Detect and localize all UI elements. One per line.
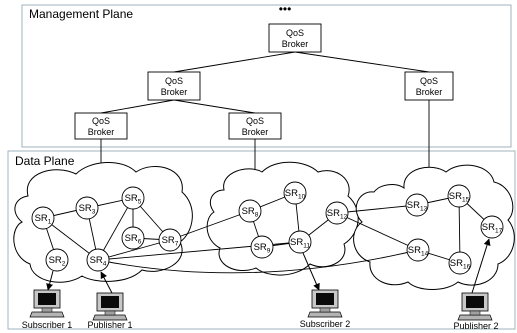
svg-text:Broker: Broker: [161, 87, 188, 97]
router-sr12: SR12: [325, 201, 349, 225]
router-sr15: SR15: [447, 184, 471, 208]
broker-low-center: QoS Broker: [228, 112, 282, 140]
data-plane-frame: [7, 150, 516, 330]
svg-text:SR15: SR15: [449, 191, 470, 204]
svg-text:QoS: QoS: [165, 76, 183, 86]
svg-text:Broker: Broker: [282, 39, 309, 49]
svg-text:Broker: Broker: [242, 127, 269, 137]
management-plane-frame: [21, 4, 512, 148]
computer-subscriber-1: [29, 289, 65, 318]
svg-text:SR1: SR1: [35, 213, 52, 226]
router-sr10: SR10: [283, 181, 307, 205]
router-sr1: SR1: [31, 206, 55, 230]
router-sr11: SR11: [288, 230, 312, 254]
svg-text:SR5: SR5: [125, 193, 142, 206]
svg-text:QoS: QoS: [92, 116, 110, 126]
svg-text:SR17: SR17: [482, 222, 503, 235]
router-sr13: SR13: [405, 193, 429, 217]
router-sr7: SR7: [158, 228, 182, 252]
broker-links: [100, 51, 430, 178]
computer-publisher-2: [457, 292, 493, 321]
svg-text:QoS: QoS: [420, 76, 438, 86]
svg-text:SR6: SR6: [125, 233, 142, 246]
router-sr6: SR6: [121, 226, 145, 250]
svg-text:SR13: SR13: [407, 200, 428, 213]
router-sr2: SR2: [45, 248, 69, 272]
label-publisher-1: Publisher 1: [87, 320, 132, 330]
router-sr5: SR5: [121, 186, 145, 210]
broker-low-left: QoS Broker: [74, 112, 128, 140]
svg-text:SR11: SR11: [290, 237, 310, 250]
computer-publisher-1: [92, 292, 128, 321]
label-subscriber-2: Subscriber 2: [300, 319, 351, 329]
svg-text:SR3: SR3: [79, 203, 96, 216]
router-sr3: SR3: [75, 196, 99, 220]
router-sr16: SR16: [448, 251, 472, 275]
host-links: [46, 238, 491, 294]
router-sr17: SR17: [480, 215, 504, 239]
broker-mid-right: QoS Broker: [404, 71, 454, 101]
arrow-publisher-2-to-sr17: [471, 238, 491, 294]
svg-text:QoS: QoS: [246, 116, 264, 126]
arrow-sr2-to-subscriber-1: [46, 270, 54, 291]
data-plane-label: Data Plane: [15, 154, 75, 168]
computer-subscriber-2: [307, 289, 343, 318]
svg-text:SR14: SR14: [408, 245, 429, 258]
svg-text:SR8: SR8: [242, 206, 259, 219]
label-publisher-2: Publisher 2: [453, 321, 498, 331]
broker-top: QoS Broker: [268, 23, 322, 53]
top-ellipsis: •••: [279, 2, 292, 16]
svg-text:SR2: SR2: [49, 255, 66, 268]
svg-text:SR10: SR10: [285, 188, 306, 201]
router-sr4: SR4: [86, 248, 110, 272]
broker-mid-left: QoS Broker: [147, 71, 201, 101]
svg-text:Broker: Broker: [416, 87, 443, 97]
svg-text:SR12: SR12: [327, 208, 348, 221]
svg-text:SR16: SR16: [450, 258, 471, 271]
svg-text:QoS: QoS: [286, 28, 304, 38]
management-plane-label: Management Plane: [29, 7, 133, 21]
router-sr8: SR8: [238, 199, 262, 223]
cloud-right: [353, 164, 515, 290]
svg-text:Broker: Broker: [88, 127, 115, 137]
arrow-publisher-1-to-sr4: [100, 271, 113, 294]
label-subscriber-1: Subscriber 1: [22, 320, 73, 330]
svg-text:SR9: SR9: [254, 242, 271, 255]
router-sr9: SR9: [250, 235, 274, 259]
router-sr14: SR14: [406, 238, 430, 262]
arrow-sr11-to-subscriber-2: [302, 252, 320, 291]
svg-text:SR7: SR7: [162, 235, 179, 248]
svg-text:SR4: SR4: [90, 255, 107, 268]
routers: SR1 SR2 SR3 SR4 SR5 SR6 SR7 SR8: [31, 181, 504, 275]
